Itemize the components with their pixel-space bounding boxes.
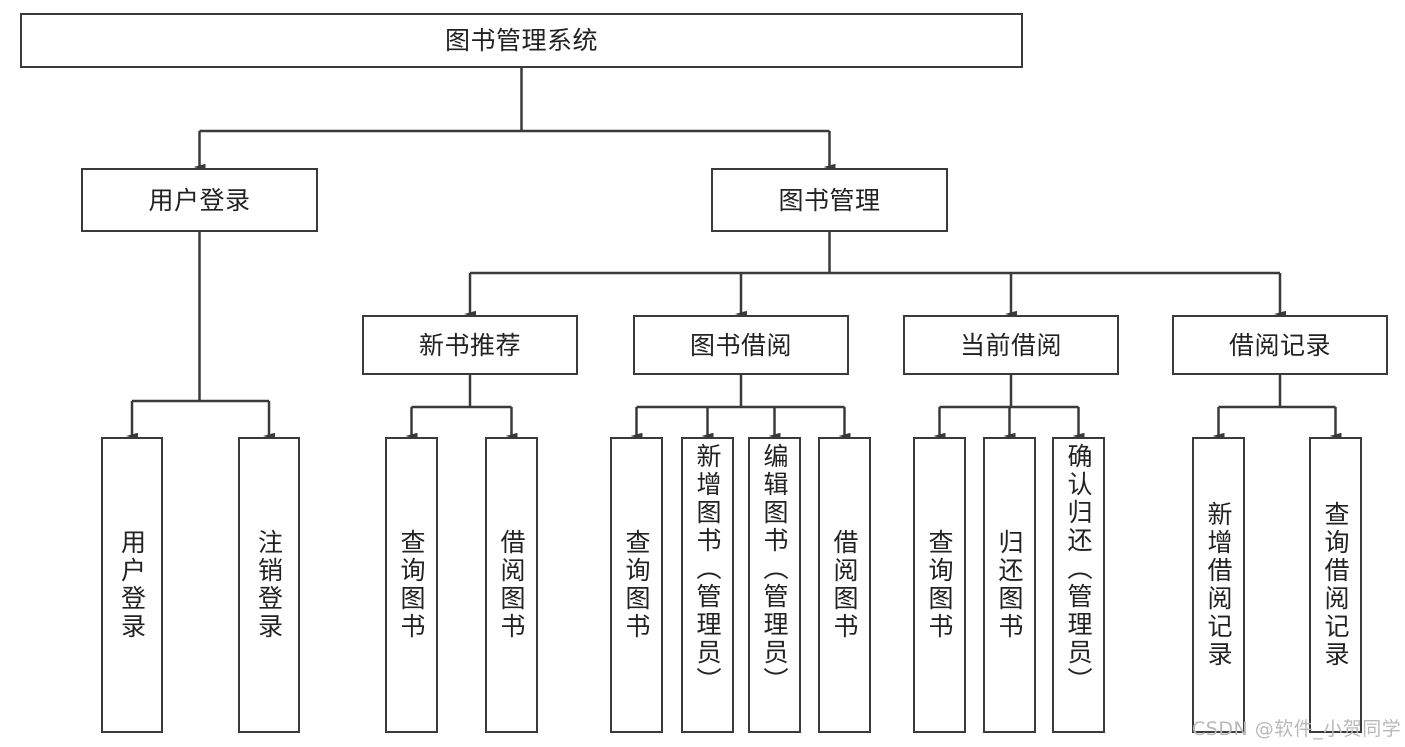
leaf-bb-query-book-label: 查询图书 [622, 529, 651, 641]
node-current-borrow-label: 当前借阅 [959, 330, 1062, 360]
leaf-bb-add-book[interactable]: 新增图书（管理员） [681, 437, 734, 733]
node-borrow-record[interactable]: 借阅记录 [1172, 315, 1388, 375]
leaf-br-add-record-label: 新增借阅记录 [1204, 501, 1233, 669]
leaf-user-logout-leaf-label: 注销登录 [254, 529, 284, 641]
node-user-login-label: 用户登录 [148, 185, 251, 215]
leaf-nbr-query-book-label: 查询图书 [397, 529, 426, 641]
node-new-book-rec-label: 新书推荐 [418, 330, 521, 360]
node-root-label: 图书管理系统 [444, 26, 598, 55]
leaf-br-query-record-label: 查询借阅记录 [1321, 501, 1350, 669]
leaf-cb-return-book[interactable]: 归还图书 [983, 437, 1036, 733]
leaf-br-add-record[interactable]: 新增借阅记录 [1192, 437, 1245, 733]
csdn-watermark: CSDN @软件_小贺同学 [1192, 718, 1402, 740]
leaf-cb-query-book-label: 查询图书 [925, 529, 954, 641]
node-book-manage[interactable]: 图书管理 [711, 168, 948, 232]
leaf-cb-return-book-label: 归还图书 [995, 529, 1024, 641]
leaf-cb-confirm-return[interactable]: 确认归还（管理员） [1052, 437, 1105, 733]
leaf-br-query-record[interactable]: 查询借阅记录 [1309, 437, 1362, 733]
leaf-nbr-borrow-book[interactable]: 借阅图书 [485, 437, 538, 733]
leaf-user-login-leaf-label: 用户登录 [117, 529, 147, 641]
leaf-cb-query-book[interactable]: 查询图书 [913, 437, 966, 733]
leaf-bb-query-book[interactable]: 查询图书 [610, 437, 663, 733]
leaf-bb-add-book-label: 新增图书（管理员） [693, 443, 722, 695]
leaf-nbr-query-book[interactable]: 查询图书 [385, 437, 438, 733]
node-user-login[interactable]: 用户登录 [81, 168, 318, 232]
node-book-borrow[interactable]: 图书借阅 [633, 315, 849, 375]
node-borrow-record-label: 借阅记录 [1228, 330, 1331, 360]
leaf-bb-edit-book-label: 编辑图书（管理员） [760, 443, 789, 695]
node-new-book-rec[interactable]: 新书推荐 [362, 315, 578, 375]
node-current-borrow[interactable]: 当前借阅 [903, 315, 1119, 375]
node-book-borrow-label: 图书借阅 [689, 330, 792, 360]
leaf-user-logout-leaf[interactable]: 注销登录 [238, 437, 300, 733]
leaf-cb-confirm-return-label: 确认归还（管理员） [1064, 443, 1093, 695]
leaf-user-login-leaf[interactable]: 用户登录 [101, 437, 163, 733]
leaf-bb-borrow-book[interactable]: 借阅图书 [818, 437, 871, 733]
node-root[interactable]: 图书管理系统 [20, 13, 1023, 68]
leaf-bb-borrow-book-label: 借阅图书 [830, 529, 859, 641]
node-book-manage-label: 图书管理 [778, 185, 881, 215]
leaf-bb-edit-book[interactable]: 编辑图书（管理员） [748, 437, 801, 733]
leaf-nbr-borrow-book-label: 借阅图书 [497, 529, 526, 641]
